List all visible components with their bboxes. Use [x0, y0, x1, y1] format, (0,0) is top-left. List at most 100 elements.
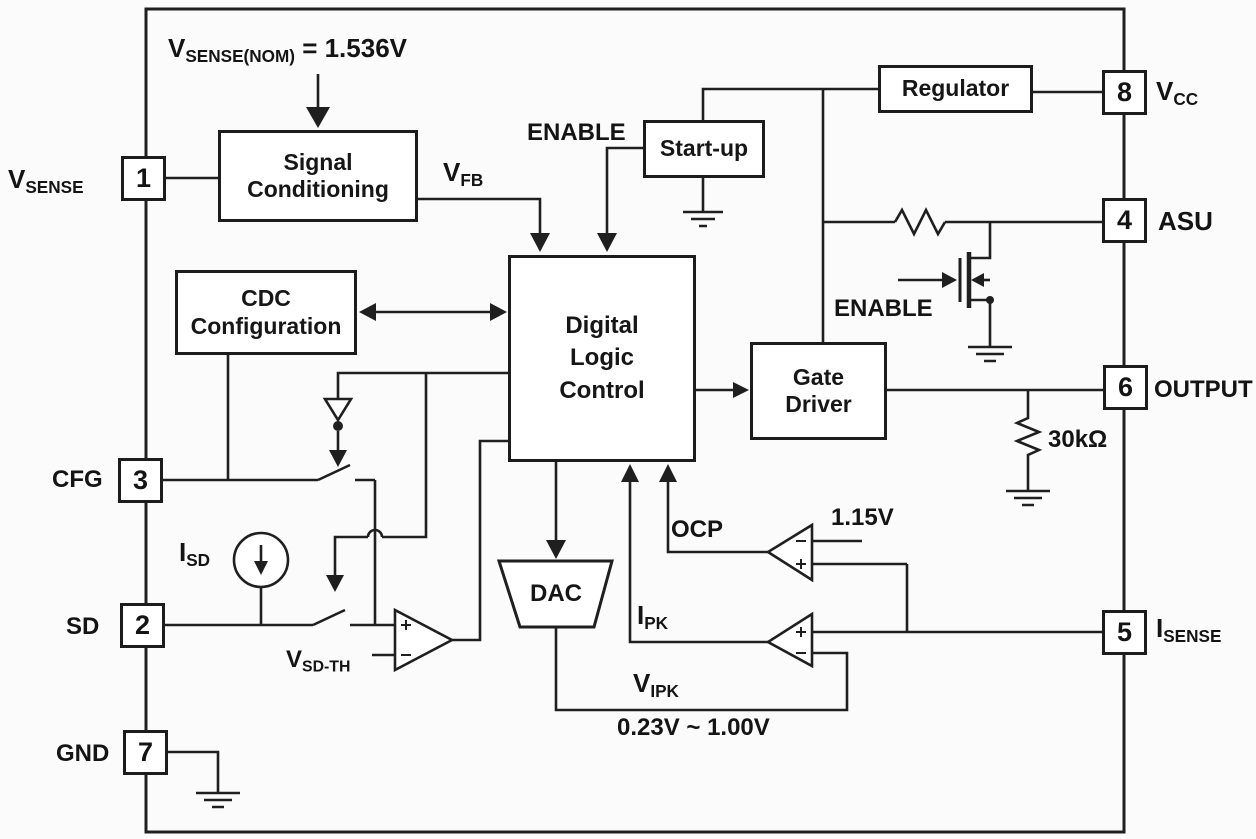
- label-text: V: [1156, 76, 1174, 106]
- pin-5-isense: 5: [1102, 610, 1147, 655]
- arrow-cdc-left: [359, 303, 376, 321]
- label-text: V: [168, 33, 186, 63]
- arrow-cdc-right: [490, 303, 507, 321]
- block-dac-label: DAC: [530, 580, 582, 607]
- ocp-comparator-icon: [765, 522, 814, 583]
- block-label: Signal: [283, 148, 353, 175]
- ground-icon-30k: [1006, 489, 1050, 507]
- label-enable-top: ENABLE: [527, 119, 626, 146]
- label-vsense-nom: VSENSE(NOM) = 1.536V: [168, 33, 407, 67]
- arrow-enable: [597, 233, 617, 252]
- ground-icon-startup: [683, 210, 723, 228]
- pin-1-vsense: 1: [121, 156, 166, 201]
- label-text: I: [637, 600, 645, 630]
- dac-shape: [496, 559, 614, 629]
- output-resistor-icon: [1013, 390, 1043, 490]
- pin-number: 2: [134, 610, 151, 640]
- label-text: = 1.536V: [294, 33, 408, 63]
- label-ipk: IPK: [637, 600, 668, 634]
- arrow-vsense-nom: [306, 107, 330, 128]
- ground-icon-mosfet: [968, 345, 1012, 363]
- label-vsdth: VSD-TH: [286, 646, 350, 676]
- pin-number: 4: [1116, 205, 1133, 235]
- label-sub: SENSE: [25, 176, 84, 197]
- block-label: Start-up: [659, 135, 749, 162]
- pin-number: 5: [1116, 617, 1133, 647]
- label-text: V: [443, 157, 461, 187]
- label-dac-range: 0.23V ~ 1.00V: [617, 714, 770, 741]
- block-gate-driver: Gate Driver: [750, 342, 887, 440]
- arrow-sd-switch: [326, 575, 344, 592]
- pin-number: 1: [135, 163, 152, 193]
- pin-6-output: 6: [1103, 365, 1148, 410]
- label-asu: ASU: [1158, 206, 1213, 236]
- block-label: Driver: [785, 391, 852, 417]
- current-source-icon: [232, 531, 290, 625]
- pin-2-sd: 2: [120, 603, 165, 648]
- label-vipk: VIPK: [633, 668, 679, 702]
- arrow-inverter: [329, 450, 347, 467]
- cfg-switch-icon: [317, 463, 351, 482]
- mosfet-icon: [898, 222, 994, 347]
- chip-outline: [144, 7, 1126, 834]
- wire-gnd-pin: [167, 750, 220, 793]
- pin-7-gnd: 7: [123, 730, 168, 775]
- label-sub: SD-TH: [302, 658, 351, 676]
- label-gnd: GND: [56, 740, 110, 767]
- arrowheads: [306, 107, 749, 592]
- block-label: CDC: [241, 285, 291, 312]
- label-ocp: OCP: [671, 516, 724, 543]
- label-text: V: [633, 668, 651, 698]
- label-text: V: [286, 646, 303, 673]
- block-label: Regulator: [901, 75, 1010, 102]
- block-cdc-configuration: CDC Configuration: [175, 270, 357, 355]
- arrow-dac: [546, 540, 566, 559]
- wire-enable: [605, 146, 643, 234]
- block-label: Configuration: [190, 312, 342, 339]
- pin-number: 6: [1117, 372, 1134, 402]
- block-label: Control: [559, 376, 645, 404]
- asu-resistor-icon: [893, 207, 947, 237]
- label-isd: ISD: [179, 537, 210, 571]
- pin-4-asu: 4: [1102, 198, 1147, 243]
- ipk-comparator-icon: [765, 611, 814, 669]
- block-label: Digital: [565, 311, 639, 339]
- label-30k: 30kΩ: [1048, 426, 1108, 453]
- pin-3-cfg: 3: [118, 458, 163, 503]
- label-vfb: VFB: [443, 157, 483, 191]
- pin-number: 8: [1116, 77, 1133, 107]
- label-vsense: VSENSE: [8, 164, 84, 198]
- block-label: Logic: [570, 344, 634, 372]
- arrow-ipk-up: [621, 464, 639, 482]
- label-sub: FB: [460, 169, 484, 190]
- sd-switch-icon: [312, 608, 346, 627]
- label-vcc: VCC: [1156, 76, 1198, 110]
- wire-sd-switch-feed2: [333, 535, 368, 576]
- inverter-icon: [322, 397, 354, 431]
- wire-vipk: [554, 627, 849, 712]
- sd-comparator-icon: [393, 607, 455, 673]
- block-label: Conditioning: [247, 176, 389, 202]
- pin-number: 3: [132, 465, 149, 495]
- wire-sd-comp-out: [452, 439, 508, 642]
- label-sub: SENSE: [1163, 625, 1222, 646]
- block-label: Gate: [792, 363, 845, 390]
- label-text: V: [8, 164, 26, 194]
- label-enable-fet: ENABLE: [834, 295, 933, 322]
- label-isense: ISENSE: [1156, 613, 1221, 647]
- wire-ocp-out: [666, 480, 768, 554]
- pin-number: 7: [137, 737, 154, 767]
- label-sub: SD: [186, 549, 211, 570]
- label-cfg: CFG: [52, 466, 103, 493]
- pin-8-vcc: 8: [1102, 70, 1147, 115]
- arrow-vfb: [530, 233, 550, 252]
- label-text: I: [179, 537, 187, 567]
- wires: [163, 74, 1103, 793]
- label-output: OUTPUT: [1154, 376, 1253, 403]
- block-signal-conditioning: Signal Conditioning: [218, 130, 418, 222]
- arrow-gatedriver-in: [733, 382, 749, 398]
- label-sub: PK: [644, 612, 669, 633]
- block-digital-logic-control: Digital Logic Control: [508, 255, 696, 462]
